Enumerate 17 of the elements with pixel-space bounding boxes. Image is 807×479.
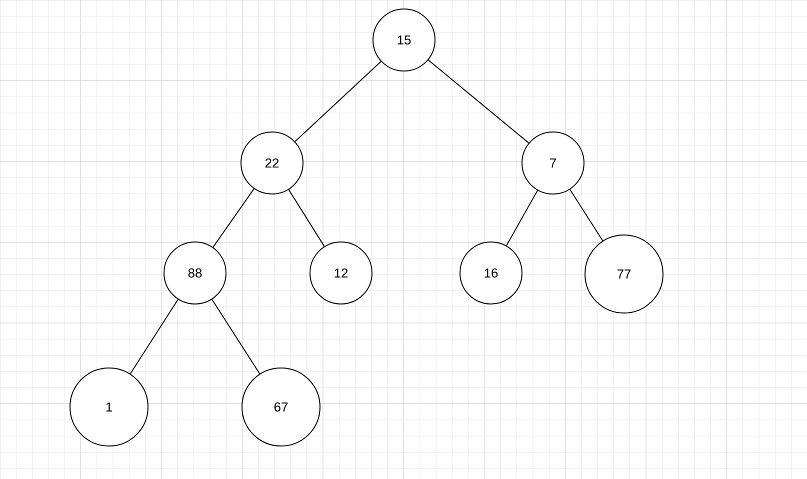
tree-node: 7 [522, 132, 584, 194]
tree-node: 88 [164, 242, 226, 304]
tree-node: 77 [584, 234, 664, 314]
tree-node: 16 [460, 242, 522, 304]
tree-edge [212, 188, 254, 248]
tree-edge [212, 299, 260, 374]
tree-node: 15 [372, 8, 436, 72]
tree-edge [428, 60, 530, 144]
tree-edge [288, 189, 325, 247]
tree-edge [294, 60, 382, 142]
tree-edge [506, 190, 538, 246]
tree-node: 1 [70, 368, 148, 446]
tree-edge [130, 299, 178, 374]
tree-edge [569, 189, 604, 242]
tree-node: 22 [240, 132, 304, 194]
tree-node: 67 [242, 368, 320, 446]
tree-node: 12 [310, 242, 372, 304]
